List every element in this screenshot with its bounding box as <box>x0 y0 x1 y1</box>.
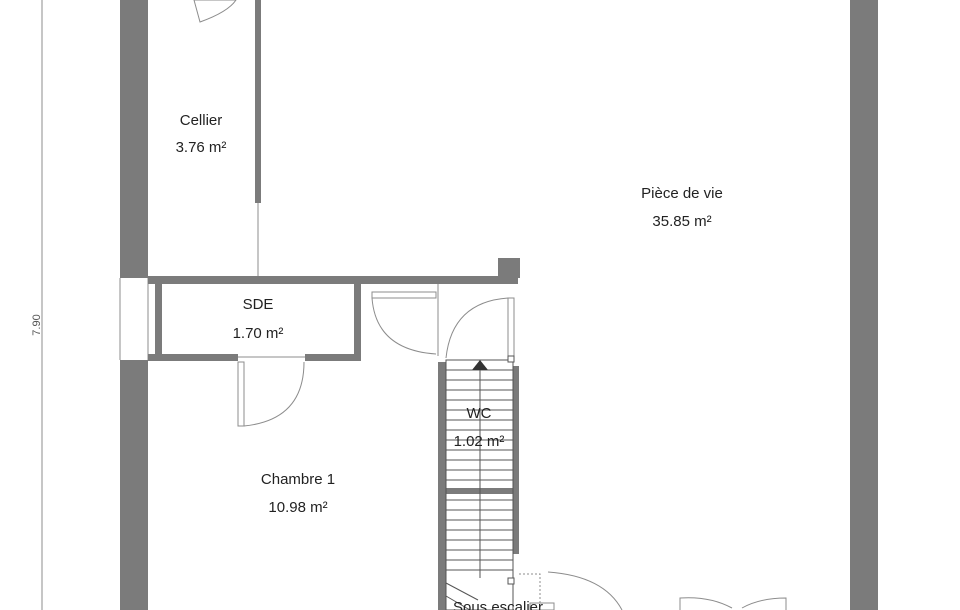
door-corridor-swing <box>371 297 437 355</box>
exterior-wall-left-upper <box>120 0 148 278</box>
room-name-sde: SDE <box>243 296 274 313</box>
partition-cellier <box>255 0 261 203</box>
door-bottom-mid-swing <box>679 597 733 610</box>
door-wc-leaf <box>507 297 515 359</box>
room-area-wc: 1.02 m² <box>454 433 505 450</box>
dimension-label: 7.90 <box>31 314 43 335</box>
stair-arrow-icon <box>472 360 488 370</box>
wall-sde-bottom-right <box>305 354 361 361</box>
wall-stair-right <box>513 494 519 554</box>
door-sde-leaf <box>237 361 245 427</box>
room-area-chambre-1: 10.98 m² <box>268 499 327 516</box>
room-name-chambre-1: Chambre 1 <box>261 471 335 488</box>
door-cellier <box>193 0 237 23</box>
wall-horizontal-mid <box>360 276 518 284</box>
door-bottom-right-swing <box>741 597 787 610</box>
wall-sde-right <box>354 284 361 360</box>
under-stair-outline <box>519 573 541 610</box>
exterior-wall-left-lower <box>120 360 148 610</box>
exterior-wall-right <box>850 0 878 610</box>
wall-pillar <box>498 258 520 278</box>
room-name-wc: WC <box>467 405 492 422</box>
wall-wc-left <box>438 362 446 610</box>
room-area-cellier: 3.76 m² <box>176 139 227 156</box>
room-name-piece-de-vie: Pièce de vie <box>641 185 723 202</box>
door-wc-swing <box>445 297 509 359</box>
staircase <box>445 355 515 610</box>
wall-wc-right <box>513 366 519 494</box>
wall-wc-bottom <box>444 488 519 494</box>
room-area-sde: 1.70 m² <box>233 325 284 342</box>
room-name-sous-escalier: Sous escalier <box>453 599 543 610</box>
wall-horizontal-left <box>148 276 360 284</box>
door-bottom-left-swing <box>547 571 623 610</box>
room-area-piece-de-vie: 35.85 m² <box>652 213 711 230</box>
door-bottom-left-leaf <box>529 602 555 610</box>
door-corridor-leaf <box>371 291 437 299</box>
wall-sde-left <box>155 284 162 360</box>
wall-sde-bottom-left <box>148 354 238 361</box>
room-name-cellier: Cellier <box>180 112 223 129</box>
door-sde-swing <box>243 361 305 427</box>
